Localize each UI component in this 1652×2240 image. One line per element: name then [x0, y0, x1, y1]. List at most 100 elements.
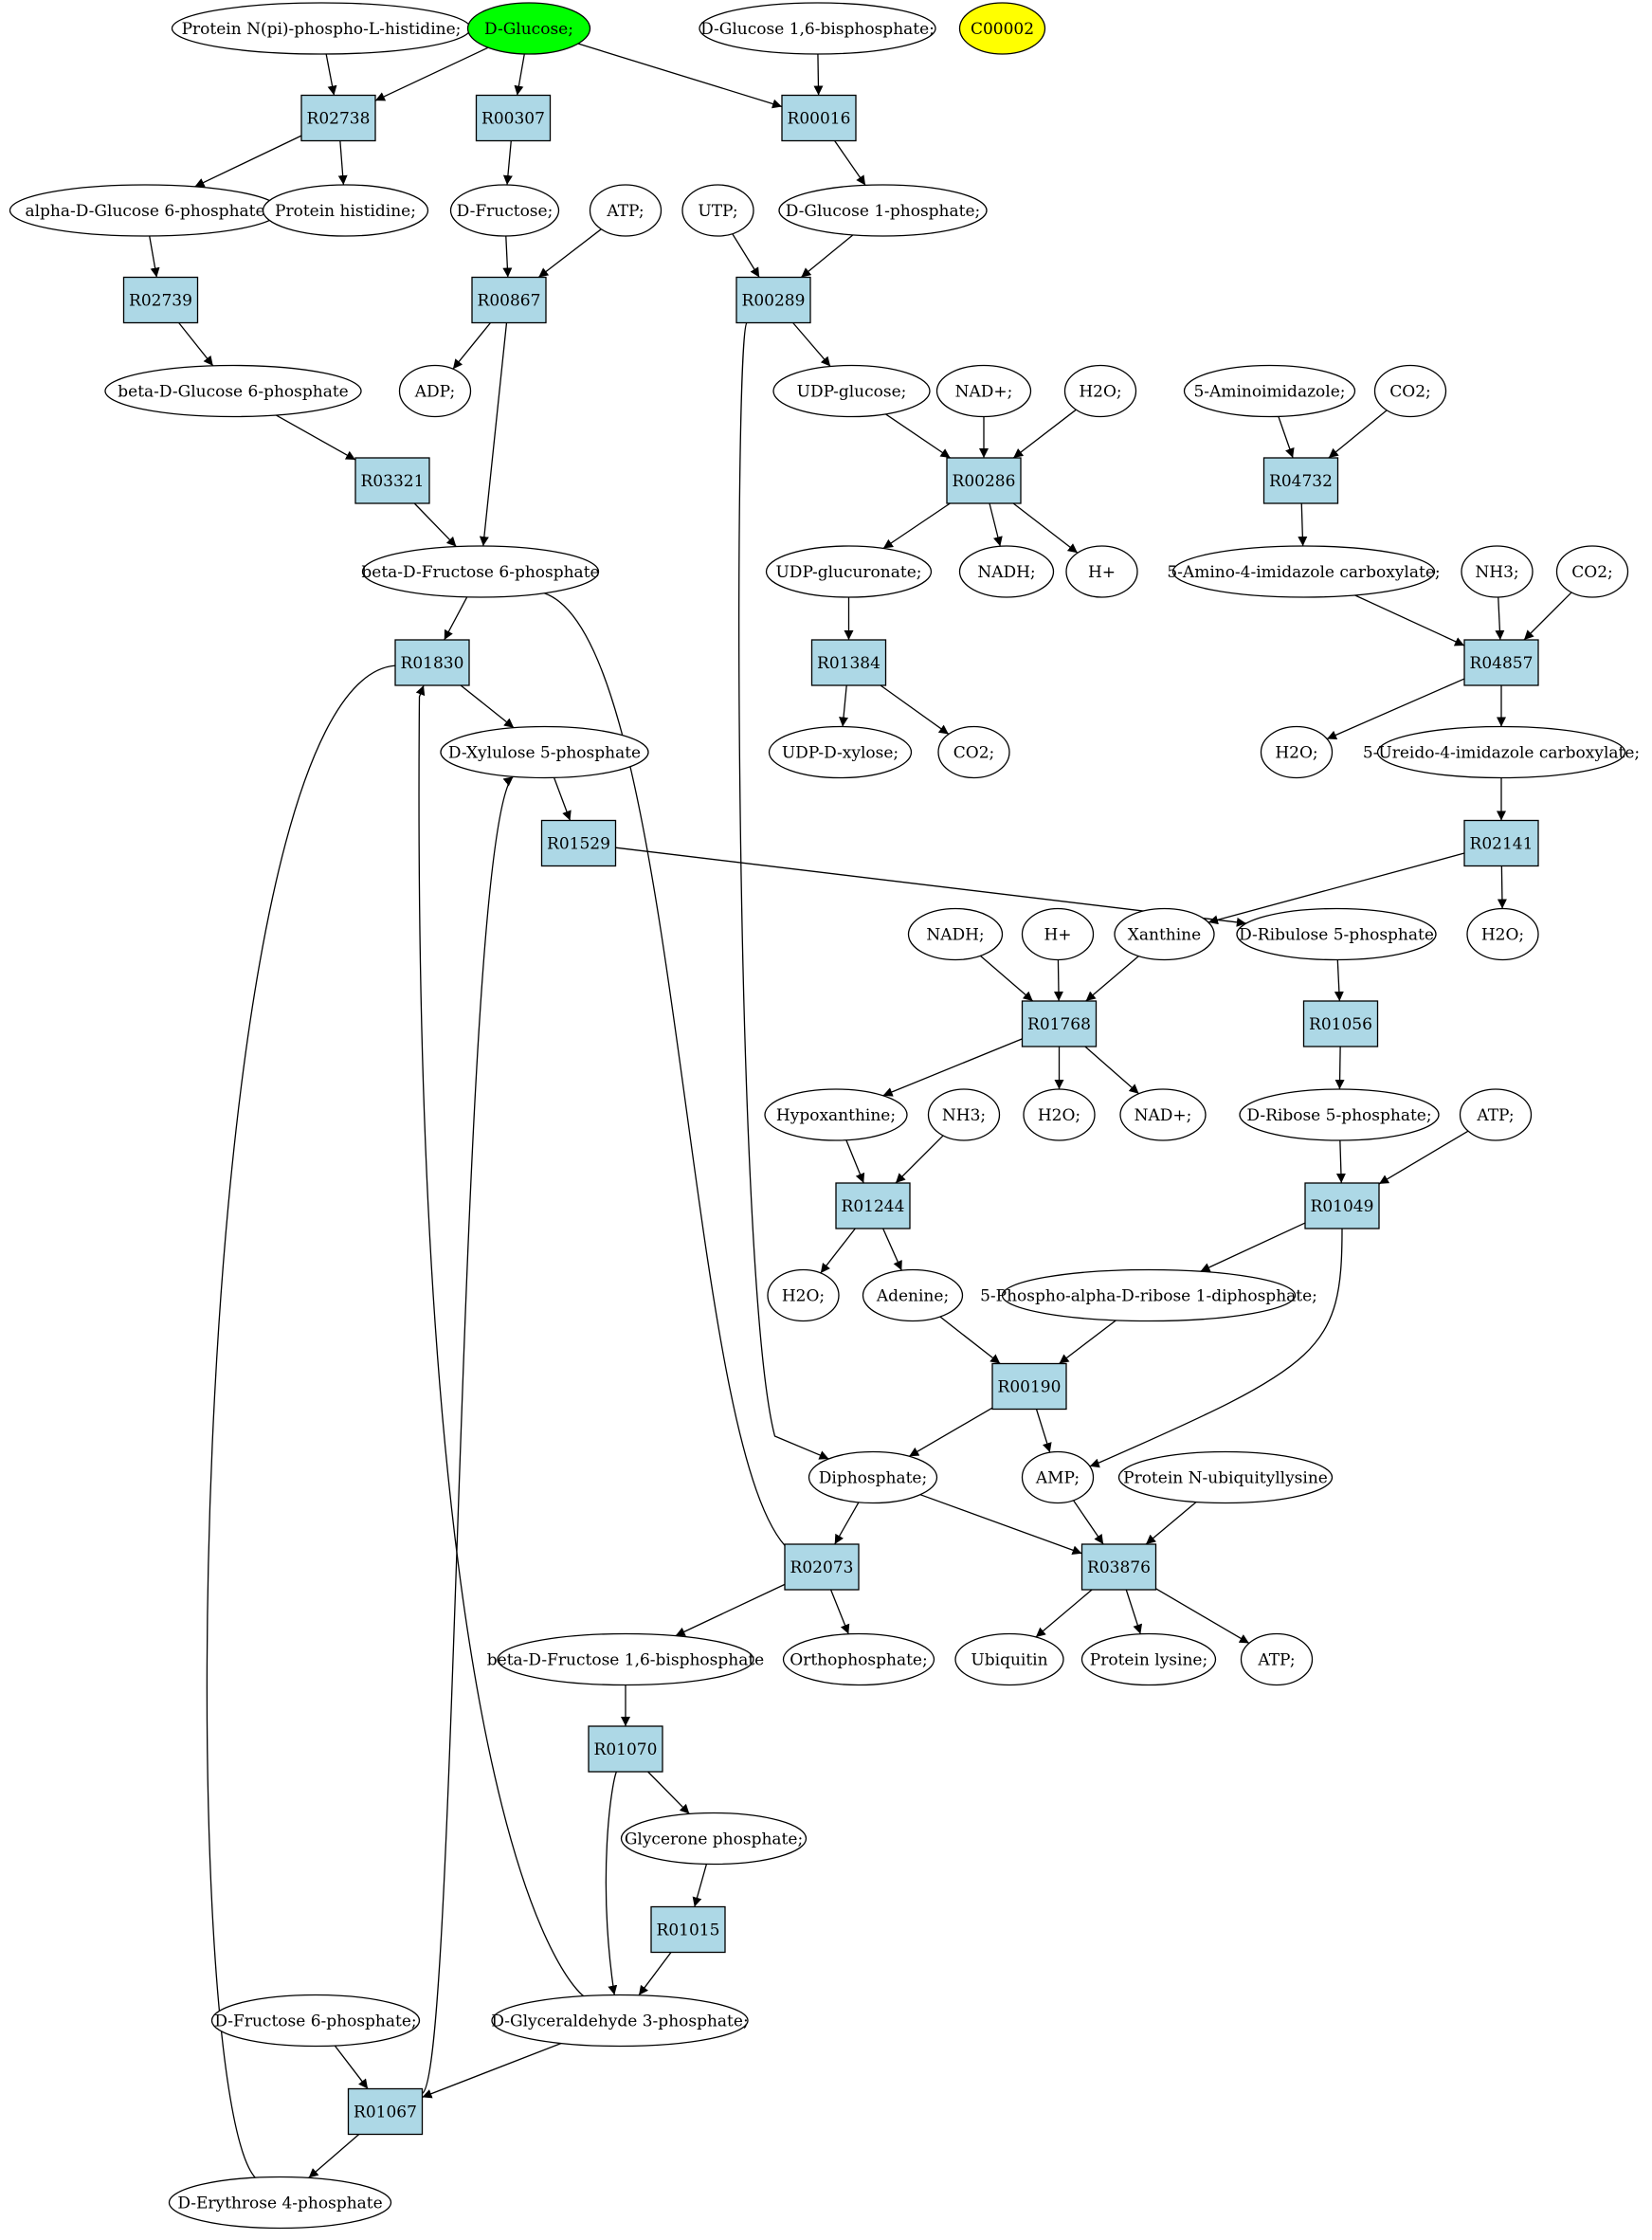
metabolite-node-h2o2[interactable]: H2O;	[1260, 725, 1334, 779]
metabolite-node-h1[interactable]: H+	[1065, 545, 1138, 598]
reaction-node-r01830[interactable]: R01830	[394, 639, 470, 686]
metabolite-node-dfru6p[interactable]: D-Fructose 6-phosphate;	[210, 1994, 421, 2048]
reaction-node-r04857[interactable]: R04857	[1463, 639, 1539, 686]
reaction-node-r00190[interactable]: R00190	[991, 1362, 1067, 1411]
reaction-shape	[810, 639, 887, 686]
metabolite-node-amp[interactable]: AMP;	[1021, 1450, 1095, 1504]
metabolite-node-udpglc[interactable]: UDP-glucose;	[772, 364, 931, 418]
reaction-node-r02739[interactable]: R02739	[122, 276, 199, 324]
metabolite-node-adp[interactable]: ADP;	[398, 364, 472, 418]
metabolite-label: Protein lysine;	[1090, 1651, 1207, 1670]
metabolite-node-hypox[interactable]: Hypoxanthine;	[764, 1088, 908, 1141]
metabolite-node-nh3a[interactable]: NH3;	[1461, 545, 1534, 598]
metabolite-node-dery4p[interactable]: D-Erythrose 4-phosphate	[168, 2176, 392, 2230]
reaction-node-r01056[interactable]: R01056	[1302, 1000, 1379, 1047]
metabolite-label: Adenine;	[876, 1287, 949, 1306]
metabolite-node-bfru6p[interactable]: beta-D-Fructose 6-phosphate	[361, 545, 600, 598]
metabolite-node-xan[interactable]: Xanthine	[1114, 907, 1215, 961]
metabolite-node-bfru16bp[interactable]: beta-D-Fructose 1,6-bisphosphate	[487, 1632, 764, 1686]
reaction-node-r01070[interactable]: R01070	[588, 1725, 663, 1773]
metabolite-shape	[491, 1994, 749, 2048]
metabolite-node-protlys[interactable]: Protein lysine;	[1080, 1632, 1217, 1686]
metabolite-node-udpgluc[interactable]: UDP-glucuronate;	[765, 545, 933, 598]
metabolite-node-prothis[interactable]: Protein histidine;	[262, 184, 429, 237]
edge-r00307-to-dfru	[502, 140, 513, 186]
metabolite-shape	[1239, 1088, 1440, 1141]
reaction-node-r03321[interactable]: R03321	[354, 457, 430, 504]
reaction-node-r01049[interactable]: R01049	[1304, 1182, 1380, 1229]
edge-r03876-to-atp3	[1155, 1588, 1250, 1645]
metabolite-node-h2o1[interactable]: H2O;	[1063, 364, 1137, 418]
metabolite-node-orthop[interactable]: Orthophosphate;	[782, 1632, 935, 1686]
metabolite-node-nad2[interactable]: NAD+;	[1119, 1088, 1207, 1141]
metabolite-node-co2a[interactable]: CO2;	[1373, 364, 1447, 418]
reaction-node-r01529[interactable]: R01529	[540, 819, 617, 867]
edge-r01056-to-drbs5p	[1334, 1046, 1345, 1090]
metabolite-node-h2[interactable]: H+	[1021, 907, 1095, 961]
metabolite-node-nadh2[interactable]: NADH;	[907, 907, 1004, 961]
reaction-node-r02738[interactable]: R02738	[300, 94, 376, 142]
edge-nadh2-to-r01768	[980, 955, 1034, 1002]
metabolite-node-prpp[interactable]: 5-Phospho-alpha-D-ribose 1-diphosphate;	[980, 1268, 1317, 1322]
reaction-node-r00307[interactable]: R00307	[475, 94, 552, 142]
metabolite-node-dglucose[interactable]: D-Glucose;	[466, 2, 591, 55]
metabolite-node-dglc16bp[interactable]: D-Glucose 1,6-bisphosphate;	[699, 2, 936, 55]
metabolite-node-ubq[interactable]: Ubiquitin	[954, 1632, 1064, 1686]
metabolite-node-atp2[interactable]: ATP;	[1459, 1088, 1533, 1141]
metabolite-node-utp[interactable]: UTP;	[681, 184, 754, 237]
reaction-node-r00286[interactable]: R00286	[946, 457, 1022, 504]
metabolite-node-glyp[interactable]: Glycerone phosphate;	[620, 1812, 808, 1866]
metabolite-node-protubq[interactable]: Protein N-ubiquityllysine	[1117, 1450, 1334, 1504]
metabolite-node-nh3b[interactable]: NH3;	[927, 1088, 1001, 1141]
metabolite-node-dg3p[interactable]: D-Glyceraldehyde 3-phosphate;	[491, 1994, 749, 2048]
metabolite-node-atp3[interactable]: ATP;	[1240, 1632, 1314, 1686]
metabolite-node-atp1[interactable]: ATP;	[589, 184, 663, 237]
reaction-node-r04732[interactable]: R04732	[1262, 457, 1339, 504]
reaction-node-r00867[interactable]: R00867	[471, 276, 547, 324]
reaction-node-r01384[interactable]: R01384	[810, 639, 887, 686]
metabolite-shape	[681, 184, 754, 237]
metabolite-node-prot-nphis[interactable]: Protein N(pi)-phospho-L-histidine;	[171, 2, 472, 55]
metabolite-node-dxyl5p[interactable]: D-Xylulose 5-phosphate	[440, 725, 649, 779]
metabolite-node-udpxyl[interactable]: UDP-D-xylose;	[768, 725, 913, 779]
metabolite-label: ATP;	[1257, 1651, 1295, 1670]
reaction-node-r01067[interactable]: R01067	[347, 2087, 424, 2136]
metabolite-node-5aim[interactable]: 5-Aminoimidazole;	[1183, 364, 1356, 418]
metabolite-node-dfru[interactable]: D-Fructose;	[449, 184, 560, 237]
metabolite-shape	[1461, 545, 1534, 598]
reaction-node-r03876[interactable]: R03876	[1080, 1543, 1157, 1591]
reaction-shape	[735, 276, 811, 324]
edge-amp-to-r03876	[1073, 1500, 1104, 1545]
metabolite-label: H2O;	[1481, 926, 1524, 945]
metabolite-node-drib5p[interactable]: D-Ribulose 5-phosphate	[1236, 907, 1437, 961]
metabolite-node-aglc6p[interactable]: alpha-D-Glucose 6-phosphate	[9, 184, 281, 237]
metabolite-node-co2c[interactable]: CO2;	[937, 725, 1010, 779]
reaction-node-r00289[interactable]: R00289	[735, 276, 811, 324]
reaction-node-r02141[interactable]: R02141	[1463, 819, 1539, 867]
edge-drbs5p-to-r01049	[1335, 1139, 1346, 1184]
metabolite-node-5a4ic[interactable]: 5-Amino-4-imidazole carboxylate;	[1167, 545, 1441, 598]
reaction-node-r01768[interactable]: R01768	[1021, 1000, 1098, 1047]
metabolite-node-drbs5p[interactable]: D-Ribose 5-phosphate;	[1239, 1088, 1440, 1141]
edge-r02739-to-bglc6p	[178, 322, 214, 367]
metabolite-node-diph[interactable]: Diphosphate;	[808, 1450, 938, 1504]
metabolite-node-bglc6p[interactable]: beta-D-Glucose 6-phosphate	[104, 364, 362, 418]
metabolite-node-h2o4[interactable]: H2O;	[1023, 1088, 1096, 1141]
reaction-node-r01015[interactable]: R01015	[650, 1905, 726, 1954]
reaction-node-r02073[interactable]: R02073	[784, 1543, 860, 1591]
reaction-node-r00016[interactable]: R00016	[781, 94, 857, 142]
metabolite-node-h2o5[interactable]: H2O;	[767, 1268, 840, 1322]
metabolite-shape	[1183, 364, 1356, 418]
reaction-node-r01244[interactable]: R01244	[835, 1182, 911, 1229]
metabolite-node-dglc1p[interactable]: D-Glucose 1-phosphate;	[778, 184, 988, 237]
metabolite-node-nadh1[interactable]: NADH;	[958, 545, 1055, 598]
metabolite-node-h2o3[interactable]: H2O;	[1466, 907, 1539, 961]
metabolite-node-c00002[interactable]: C00002	[958, 2, 1046, 55]
edge-r00190-to-diph	[908, 1407, 993, 1457]
metabolite-node-5u4ic[interactable]: 5-Ureido-4-imidazole carboxylate;	[1363, 725, 1640, 779]
edge-5aim-to-r04732	[1278, 416, 1295, 459]
metabolite-node-nad1[interactable]: NAD+;	[935, 364, 1032, 418]
metabolite-node-aden[interactable]: Adenine;	[862, 1268, 964, 1322]
metabolite-label: 5-Aminoimidazole;	[1193, 383, 1345, 402]
metabolite-node-co2b[interactable]: CO2;	[1555, 545, 1629, 598]
